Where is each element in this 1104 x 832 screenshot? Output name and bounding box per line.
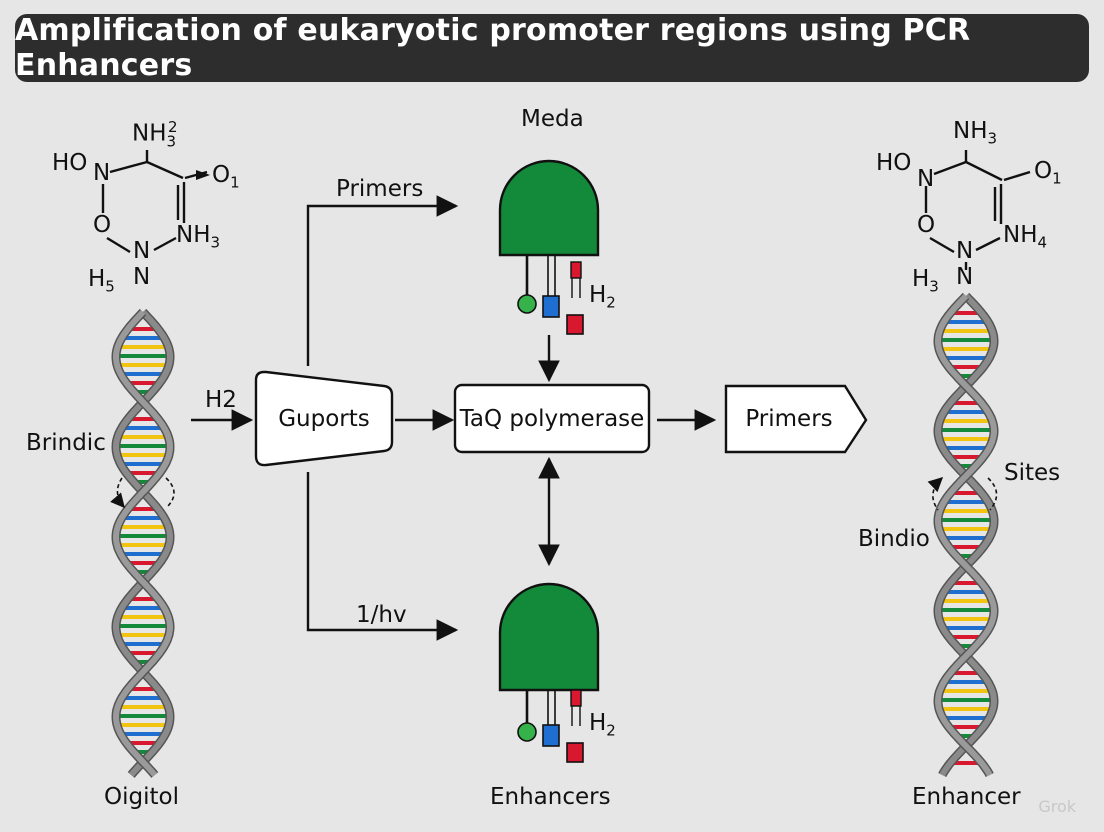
left-mol-h5: H5 bbox=[88, 266, 115, 296]
right-rotation-arc-right bbox=[987, 477, 998, 511]
hv-arrow-label: 1/hv bbox=[356, 602, 407, 628]
taq-polymerase-label: TaQ polymerase bbox=[459, 405, 645, 432]
right-bottom-label: Enhancer bbox=[912, 784, 1021, 810]
dna-strand bbox=[935, 293, 998, 777]
left-rotation-arc-left bbox=[110, 477, 125, 509]
right-sites-label: Sites bbox=[1004, 460, 1061, 486]
left-bottom-label: Oigitol bbox=[104, 784, 179, 810]
arrow-guports-to-enhancers bbox=[306, 472, 459, 641]
right-mol-ho: HO bbox=[876, 150, 912, 176]
primers-pentagon bbox=[724, 384, 868, 454]
left-mol-ring-o: O bbox=[93, 212, 112, 238]
left-dna-helix bbox=[111, 308, 175, 778]
left-mol-nh3-right: NH3 bbox=[176, 222, 221, 252]
right-mol-ring-n: N bbox=[917, 166, 935, 192]
meda-enzyme bbox=[498, 159, 600, 335]
right-mol-nh4: NH4 bbox=[1003, 222, 1048, 252]
enhancers-enzyme bbox=[498, 582, 600, 763]
guports-box-label: Guports bbox=[278, 406, 370, 432]
left-mol-o1: O1 bbox=[212, 162, 240, 192]
grok-watermark: Grok bbox=[1038, 797, 1076, 816]
left-mol-ho: HO bbox=[52, 150, 88, 176]
left-wedge-bond bbox=[196, 170, 210, 180]
meda-label: Meda bbox=[521, 106, 584, 132]
right-mol-nh3: NH3 bbox=[953, 118, 998, 148]
primers-arrow-label: Primers bbox=[336, 176, 424, 202]
enhancers-h2-label: H2 bbox=[589, 710, 616, 740]
diagram-title: Amplification of eukaryotic promoter reg… bbox=[15, 13, 1089, 83]
right-molecule-bonds bbox=[924, 150, 1031, 270]
left-mol-ring-n-bottom: N bbox=[133, 238, 151, 264]
right-mol-n: N bbox=[956, 264, 974, 290]
meda-h2-label: H2 bbox=[589, 282, 616, 312]
right-mol-ring-o: O bbox=[917, 212, 936, 238]
right-mol-h3: H3 bbox=[912, 266, 939, 296]
right-side-label: Bindio bbox=[858, 526, 930, 552]
guports-box bbox=[254, 370, 394, 467]
left-mol-nh3: NH32 bbox=[132, 118, 178, 151]
right-mol-o1: O1 bbox=[1034, 158, 1062, 188]
right-rotation-arc-left bbox=[927, 477, 944, 511]
primers-box-label: Primers bbox=[745, 406, 833, 432]
left-mol-ring-n: N bbox=[93, 160, 111, 186]
left-rotation-arc-right bbox=[165, 477, 175, 509]
h2-arrow-label: H2 bbox=[205, 387, 237, 413]
left-mol-n: N bbox=[133, 264, 151, 290]
taq-polymerase-box bbox=[453, 383, 651, 454]
flow-arrows bbox=[191, 195, 717, 641]
arrow-guports-to-meda bbox=[306, 195, 459, 366]
dna-strand bbox=[112, 309, 174, 777]
dna-strand bbox=[934, 293, 997, 777]
right-dna-helix bbox=[933, 292, 999, 778]
right-mol-ring-n-bottom: N bbox=[956, 238, 974, 264]
enhancers-label: Enhancers bbox=[490, 784, 611, 810]
left-side-label: Brindic bbox=[26, 430, 106, 456]
dna-strand bbox=[112, 309, 174, 777]
